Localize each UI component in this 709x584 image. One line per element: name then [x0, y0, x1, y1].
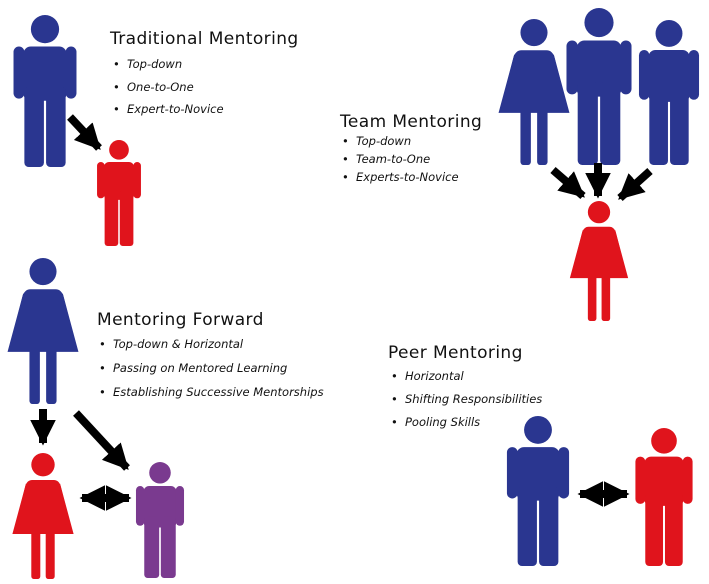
bullet-item: Establishing Successive Mentorships — [97, 385, 324, 409]
team-mentoring-bullets: Top-down Team-to-One Experts-to-Novice — [340, 134, 459, 188]
bullet-item: Horizontal — [389, 369, 542, 392]
bullet-item: Top-down & Horizontal — [97, 337, 324, 361]
mentor-figure — [638, 20, 700, 165]
bullet-item: Top-down — [340, 134, 459, 152]
bullet-item: Experts-to-Novice — [340, 170, 459, 188]
traditional-mentoring-bullets: Top-down One-to-One Expert-to-Novice — [111, 57, 224, 125]
peer-figure — [635, 428, 693, 566]
peer-mentoring-bullets: Horizontal Shifting Responsibilities Poo… — [389, 369, 542, 438]
bullet-item: One-to-One — [111, 80, 224, 103]
mentee-figure — [569, 201, 629, 321]
peer-figure — [506, 416, 570, 566]
bullet-item: Shifting Responsibilities — [389, 392, 542, 415]
peer-figure — [135, 462, 185, 578]
bullet-item: Team-to-One — [340, 152, 459, 170]
mentee-figure — [97, 140, 141, 246]
bullet-item: Pooling Skills — [389, 415, 542, 438]
down-arrow — [550, 166, 586, 200]
bullet-item: Passing on Mentored Learning — [97, 361, 324, 385]
mentoring-forward-bullets: Top-down & Horizontal Passing on Mentore… — [97, 337, 324, 409]
team-mentoring-title: Team Mentoring — [340, 112, 483, 132]
mentee-figure — [12, 453, 74, 579]
down-arrow — [617, 168, 653, 201]
mentor-figure — [7, 258, 79, 404]
bullet-item: Expert-to-Novice — [111, 102, 224, 125]
down-arrow — [73, 410, 130, 471]
down-arrow — [67, 114, 102, 151]
mentor-figure — [13, 15, 77, 167]
traditional-mentoring-title: Traditional Mentoring — [110, 29, 299, 49]
mentor-figure — [498, 19, 570, 165]
mentoring-forward-title: Mentoring Forward — [97, 310, 264, 330]
mentor-figure — [566, 8, 632, 165]
bullet-item: Top-down — [111, 57, 224, 80]
peer-mentoring-title: Peer Mentoring — [388, 343, 523, 363]
